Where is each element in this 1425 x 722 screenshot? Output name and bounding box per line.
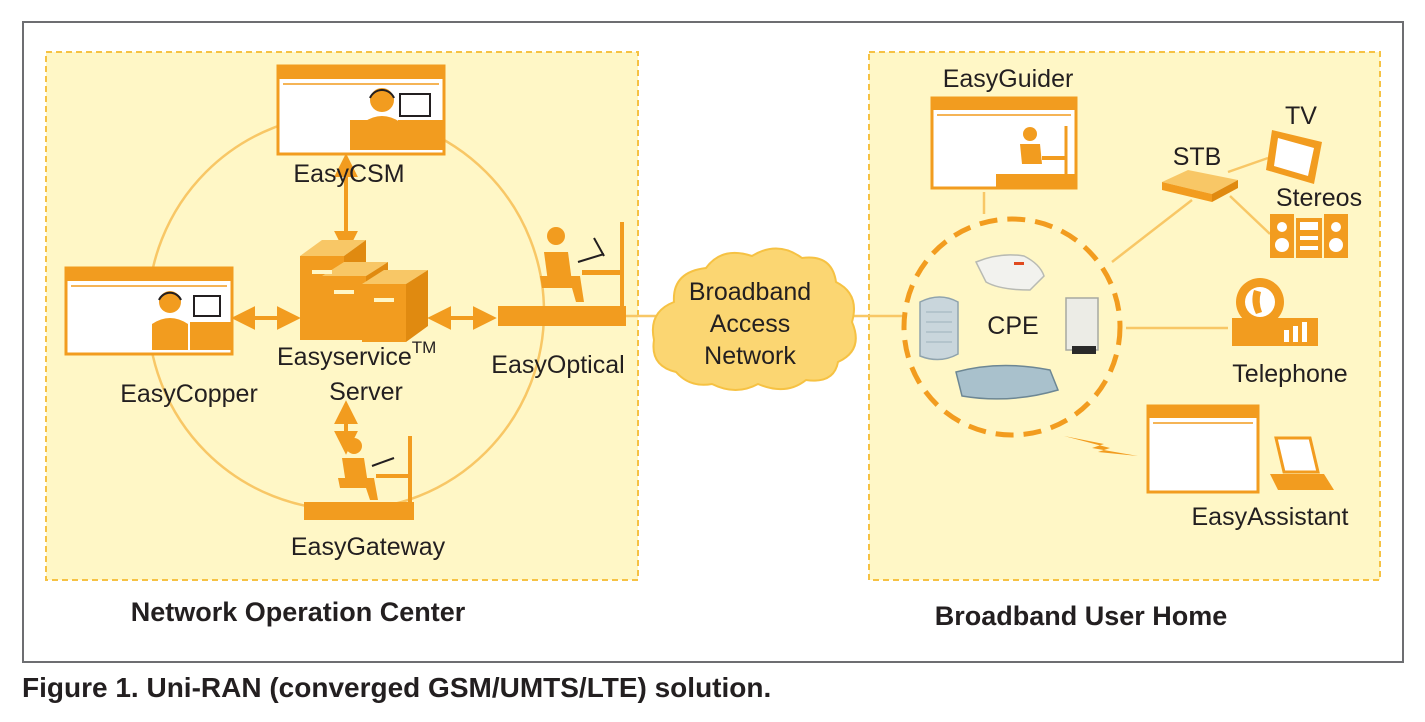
- cpe-ring: [901, 216, 1123, 438]
- telephone-icon: Telephone: [1232, 278, 1348, 388]
- cloud-line-2: Access: [710, 310, 791, 338]
- easycopper-label: EasyCopper: [120, 380, 258, 408]
- easyguider-label: EasyGuider: [943, 65, 1074, 93]
- agent-workstation-icon: [350, 88, 444, 150]
- desk-worker-icon: [304, 436, 414, 520]
- link-stb-stereos: [1229, 195, 1271, 235]
- link-cpe-stb: [1111, 199, 1193, 263]
- set-top-box-icon: STB: [1162, 143, 1238, 202]
- agent-workstation-icon: [152, 291, 232, 350]
- easyservice-label-line2: Server: [329, 378, 403, 406]
- cpe-label: CPE: [987, 312, 1038, 340]
- stereos-label: Stereos: [1276, 184, 1362, 212]
- cloud-line-3: Network: [704, 342, 796, 370]
- easygateway-label: EasyGateway: [291, 533, 446, 561]
- tv-label: TV: [1285, 102, 1317, 130]
- laptop-icon: [1270, 436, 1334, 490]
- telephone-label: Telephone: [1232, 360, 1347, 388]
- easyguider-node: EasyGuider: [930, 65, 1078, 190]
- easyassistant-label: EasyAssistant: [1191, 503, 1348, 531]
- easycsm-node: EasyCSM: [276, 64, 446, 188]
- easyassistant-node: EasyAssistant: [1064, 404, 1349, 531]
- desk-worker-icon: [996, 126, 1076, 188]
- stereo-icon: Stereos: [1270, 184, 1362, 258]
- cloud-line-1: Broadband: [689, 278, 811, 306]
- stb-label: STB: [1173, 143, 1222, 171]
- desk-worker-icon: [498, 222, 626, 326]
- easyservice-label: EasyserviceTM: [277, 338, 436, 371]
- zone-home-title: Broadband User Home: [935, 601, 1228, 631]
- figure-caption: Figure 1. Uni-RAN (converged GSM/UMTS/LT…: [22, 672, 772, 703]
- modem-icon: CPE: [919, 254, 1099, 400]
- tv-icon: TV: [1266, 102, 1322, 184]
- zone-noc-title: Network Operation Center: [131, 597, 466, 627]
- easyoptical-label: EasyOptical: [491, 351, 624, 379]
- server-cluster-icon: [300, 240, 428, 342]
- easycsm-label: EasyCSM: [293, 160, 404, 188]
- wireless-signal-icon: [1064, 436, 1138, 456]
- cloud-icon: Broadband Access Network: [652, 247, 857, 391]
- link-stb-tv: [1227, 156, 1269, 174]
- easycopper-node: EasyCopper: [64, 266, 258, 408]
